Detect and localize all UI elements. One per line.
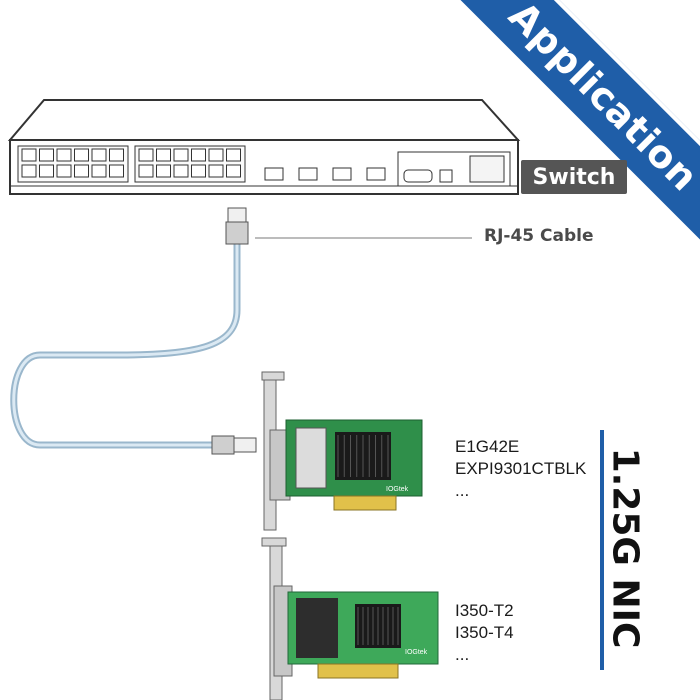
nic-top-model-more: ... bbox=[455, 481, 470, 500]
cable-label: RJ-45 Cable bbox=[484, 226, 594, 246]
rj45-cable bbox=[10, 207, 257, 455]
console-panel bbox=[397, 151, 511, 187]
switch-label: Switch bbox=[521, 160, 627, 194]
sfp-slots bbox=[264, 167, 386, 181]
switch-device bbox=[7, 99, 521, 195]
speed-label: 1.25G NIC bbox=[604, 447, 646, 649]
nic-card-quad-port: IOGtek bbox=[261, 537, 439, 700]
switch-ports-left bbox=[17, 145, 129, 183]
nic-top-model-1: E1G42E bbox=[455, 437, 520, 456]
nic-top-models: E1G42E EXPI9301CTBLK ... bbox=[455, 436, 586, 502]
switch-ports-right bbox=[134, 145, 246, 183]
speed-divider bbox=[600, 430, 604, 670]
nic-bottom-model-1: I350-T2 bbox=[455, 601, 514, 620]
svg-text:IOGtek: IOGtek bbox=[405, 649, 428, 656]
nic-card-dual-port: IOGtek bbox=[261, 371, 423, 531]
nic-bottom-model-more: ... bbox=[455, 645, 470, 664]
svg-text:IOGtek: IOGtek bbox=[386, 486, 409, 493]
nic-top-model-2: EXPI9301CTBLK bbox=[455, 459, 587, 478]
nic-bottom-models: I350-T2 I350-T4 ... bbox=[455, 600, 514, 666]
nic-bottom-model-2: I350-T4 bbox=[455, 623, 514, 642]
